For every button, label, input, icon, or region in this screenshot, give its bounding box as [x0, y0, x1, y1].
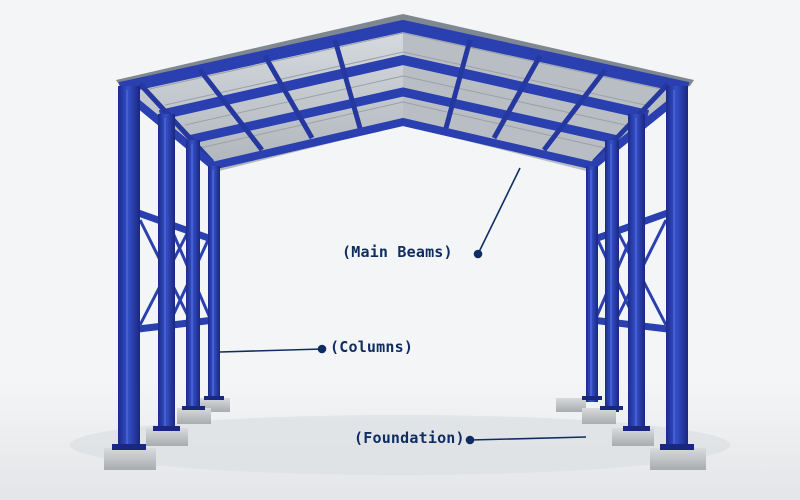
- leader-foundation: [469, 436, 587, 441]
- foundation-left-2: [146, 428, 188, 446]
- columns: [118, 86, 688, 450]
- callout-main-beams: (Main Beams): [342, 243, 453, 261]
- callout-foundation: (Foundation): [354, 429, 465, 447]
- foundation-right-3: [582, 408, 616, 424]
- main-beams: [118, 19, 690, 170]
- foundation-left-1: [104, 448, 156, 470]
- column-left-1: [118, 86, 140, 450]
- column-highlights: [126, 90, 675, 448]
- main-beam-frame-1: [118, 19, 690, 94]
- leader-columns: [219, 348, 323, 353]
- leader-main-beams-dot: [473, 249, 483, 259]
- column-right-1: [666, 86, 688, 450]
- leader-foundation-dot: [465, 435, 475, 445]
- foundation-pads: [104, 398, 706, 470]
- column-left-2: [158, 114, 175, 432]
- leader-columns-dot: [317, 344, 327, 354]
- foundation-right-1: [650, 448, 706, 470]
- foundation-right-4: [556, 398, 586, 412]
- base-plates: [112, 396, 694, 450]
- main-beam-frame-4: [211, 117, 595, 170]
- callout-columns: (Columns): [330, 338, 414, 356]
- foundation-left-3: [177, 408, 211, 424]
- ground-shadow: [70, 415, 730, 475]
- main-beam-frame-3: [187, 87, 619, 145]
- main-beam-frame-2: [158, 54, 650, 120]
- foundation-right-2: [612, 428, 654, 446]
- leader-main-beams: [477, 167, 521, 255]
- callout-leaders: [219, 167, 587, 445]
